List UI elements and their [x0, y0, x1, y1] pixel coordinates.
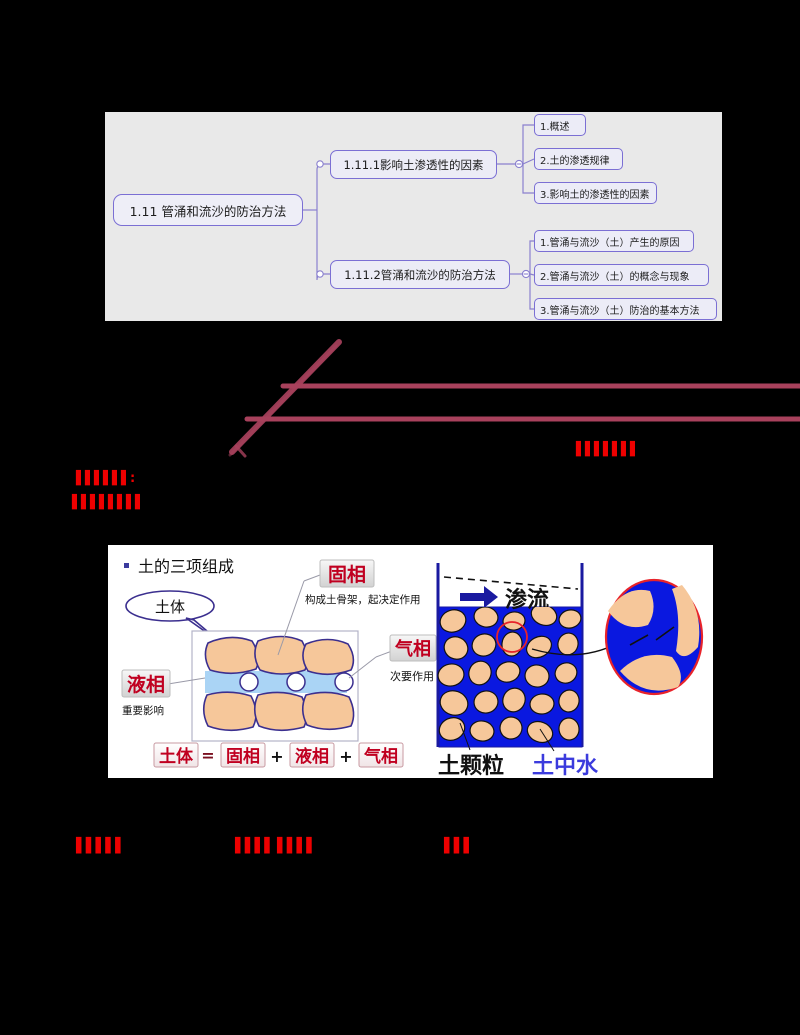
equation-term-chip — [220, 742, 266, 768]
equation-term: 液相 — [295, 746, 329, 767]
mindmap-connectors — [303, 124, 535, 310]
equation-plus: + — [339, 747, 352, 766]
red-annotation-text-bottom-3: ▌▌▌▌ — [277, 838, 317, 854]
red-annotation-text-bottom-1: ▌▌▌▌▌ — [76, 838, 126, 854]
seepage-arrow-icon — [460, 586, 498, 608]
mindmap-leaf-node[interactable]: 1.管涌与流沙（土）产生的原因 — [534, 230, 694, 252]
gas-phase-label: 气相 — [394, 638, 431, 660]
water-table-line — [443, 576, 579, 590]
magnified-particle — [672, 585, 700, 657]
solid-phase-note: 构成土骨架，起决定作用 — [305, 593, 421, 606]
equation-term: 气相 — [363, 746, 398, 767]
mindmap-branch-node-2[interactable]: 1.11.2管涌和流沙的防治方法 — [330, 260, 510, 289]
pore-water-band — [205, 671, 347, 693]
mindmap-root-node[interactable]: 1.11 管涌和流沙的防治方法 — [113, 194, 303, 226]
zoom-highlight-circle — [496, 621, 528, 653]
soil-particle — [302, 638, 355, 676]
mindmap-branch-node-1[interactable]: 1.11.1影响土渗透性的因素 — [330, 150, 497, 179]
equation-term-chip — [289, 742, 335, 768]
solid-phase-label: 固相 — [328, 564, 366, 586]
soil-body-callout — [125, 590, 215, 622]
soil-body-label: 土体 — [155, 598, 185, 616]
bullet-square — [124, 563, 129, 568]
soil-figure-graphic: 土的三项组成 土体 固相 构成土骨架，起决定作用 — [121, 557, 704, 778]
soil-three-phase-figure: 土的三项组成 土体 固相 构成土骨架，起决定作用 — [108, 545, 713, 778]
equation-left: 土体 — [159, 746, 194, 767]
magnified-particle — [608, 589, 654, 628]
liquid-phase-note: 重要影响 — [122, 704, 164, 717]
equation-term: 固相 — [226, 746, 260, 767]
soil-particle — [202, 691, 257, 732]
red-annotation-text-bottom-4: ▌▌▌ — [444, 838, 474, 854]
liquid-phase-label: 液相 — [127, 673, 165, 696]
red-annotation-text-right: ▌▌▌▌▌▌▌ — [576, 442, 640, 457]
soil-heading: 土的三项组成 — [138, 557, 234, 576]
air-void — [239, 672, 259, 692]
red-annotation-text-left-1: ▌▌▌▌▌▌: — [76, 471, 135, 486]
soil-particle — [301, 691, 355, 731]
meniscus-ticks — [629, 626, 675, 646]
equation-term-chip — [358, 742, 404, 768]
mindmap-leaf-node[interactable]: 1.概述 — [534, 114, 586, 136]
mindmap-leaf-node[interactable]: 3.管涌与流沙（土）防治的基本方法 — [534, 298, 717, 320]
water-label: 土中水 — [532, 754, 599, 778]
mindmap-leaf-node[interactable]: 2.管涌与流沙（土）的概念与现象 — [534, 264, 709, 286]
air-void — [286, 672, 306, 692]
mindmap-leaf-node[interactable]: 2.土的渗透规律 — [534, 148, 623, 170]
red-annotation-text-left-2: ▌▌▌▌▌▌▌▌ — [72, 495, 145, 510]
annotation-strokes — [228, 339, 800, 458]
mindmap-leaf-node[interactable]: 3.影响土的渗透性的因素 — [534, 182, 657, 204]
gas-phase-note: 次要作用 — [390, 669, 434, 683]
gas-phase-chip — [389, 634, 437, 662]
equation-plus: + — [270, 747, 283, 766]
equation-equals: = — [201, 746, 214, 765]
particle-label: 土颗粒 — [438, 753, 504, 778]
equation-term-chip — [153, 742, 199, 768]
soil-particle — [253, 691, 308, 732]
soil-particle — [204, 636, 260, 675]
air-void — [334, 672, 354, 692]
soil-particle — [254, 635, 309, 675]
mindmap-panel: 1.11 管涌和流沙的防治方法 1.11.1影响土渗透性的因素 1.11.2管涌… — [105, 112, 722, 321]
tank-particles — [437, 607, 582, 744]
solid-phase-chip — [319, 559, 375, 588]
liquid-phase-chip — [121, 669, 171, 698]
red-annotation-text-bottom-2: ▌▌▌▌ — [235, 838, 275, 854]
magnified-particle — [620, 654, 681, 691]
